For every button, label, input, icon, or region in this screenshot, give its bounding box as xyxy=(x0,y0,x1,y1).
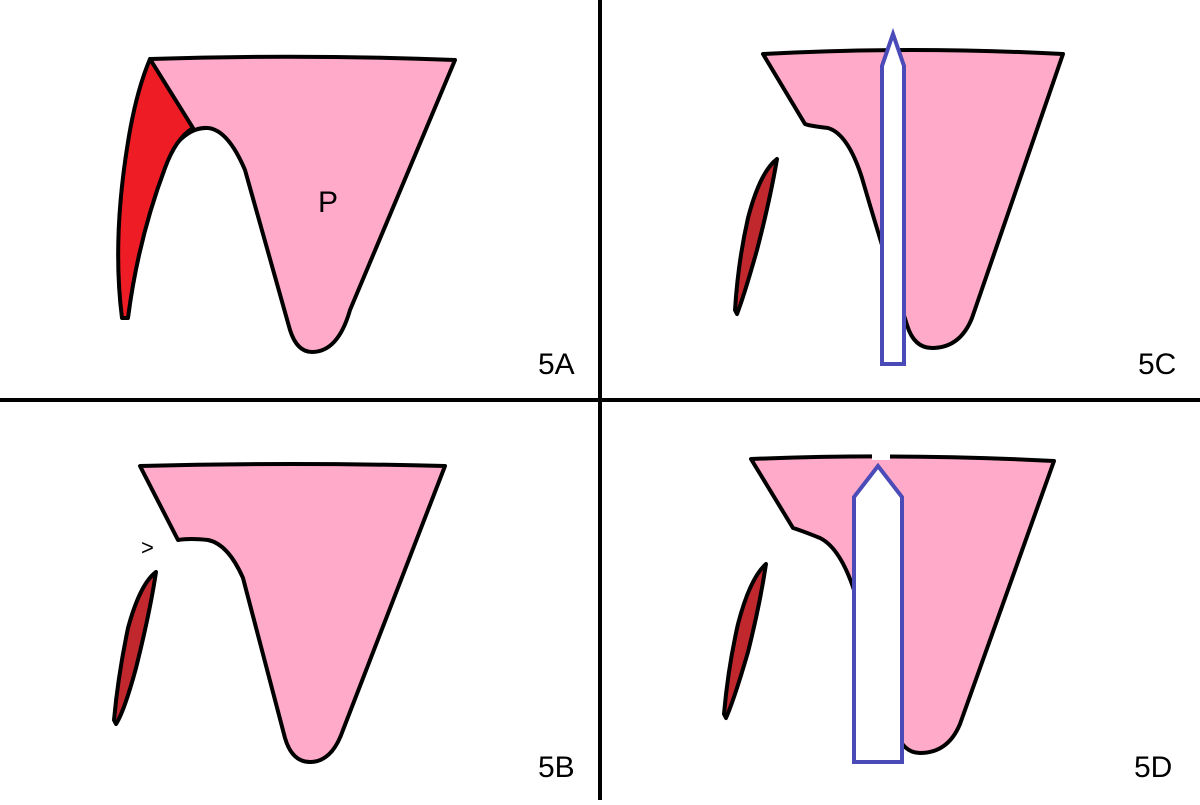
arrow-probe-icon xyxy=(880,27,906,366)
panel-5d-drawing xyxy=(722,450,1056,764)
pink-tissue xyxy=(761,48,1065,350)
panel-label-5c: 5C xyxy=(1138,348,1177,381)
tissue-label-p: P xyxy=(318,186,339,219)
arrow-probe-icon xyxy=(852,462,904,764)
panel-label-5d: 5D xyxy=(1134,751,1173,784)
panel-5b-drawing xyxy=(112,462,447,764)
panel-5c-drawing xyxy=(733,27,1065,366)
top-gap xyxy=(872,450,890,460)
panel-label-5b: 5B xyxy=(538,751,575,784)
gap-marker: > xyxy=(141,535,154,560)
pink-tissue xyxy=(148,54,457,354)
red-tissue-fragment xyxy=(112,570,158,726)
panel-5a-drawing xyxy=(116,54,457,354)
pink-tissue xyxy=(138,462,447,764)
red-tissue-fragment xyxy=(722,562,768,720)
panel-label-5a: 5A xyxy=(538,348,575,381)
red-tissue xyxy=(116,57,195,320)
red-tissue-fragment xyxy=(733,157,779,316)
